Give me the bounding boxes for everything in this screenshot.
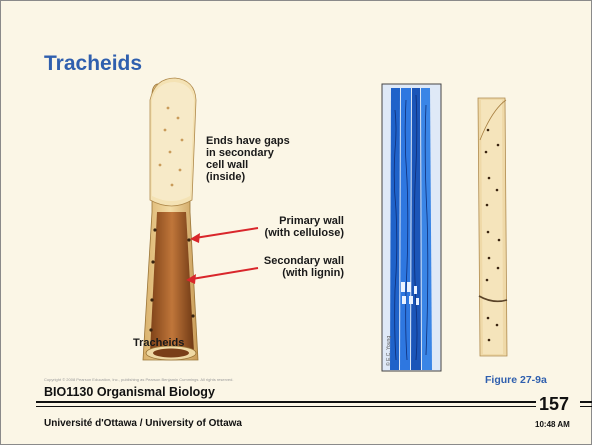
footer-rule-thick xyxy=(36,401,536,403)
copyright-notice: Copyright © 2008 Pearson Education, Inc.… xyxy=(44,377,234,382)
course-title: BIO1130 Organismal Biology xyxy=(44,385,215,399)
footer-rule-right-thick xyxy=(580,401,592,403)
figure-label: Figure 27-9a xyxy=(485,374,547,386)
footer-rule-thin xyxy=(36,406,536,407)
page-number: 157 xyxy=(539,394,569,415)
footer-rule-right-thin xyxy=(580,406,592,407)
slide-time: 10:48 AM xyxy=(535,420,570,429)
university-name: Université d'Ottawa / University of Otta… xyxy=(44,418,242,429)
